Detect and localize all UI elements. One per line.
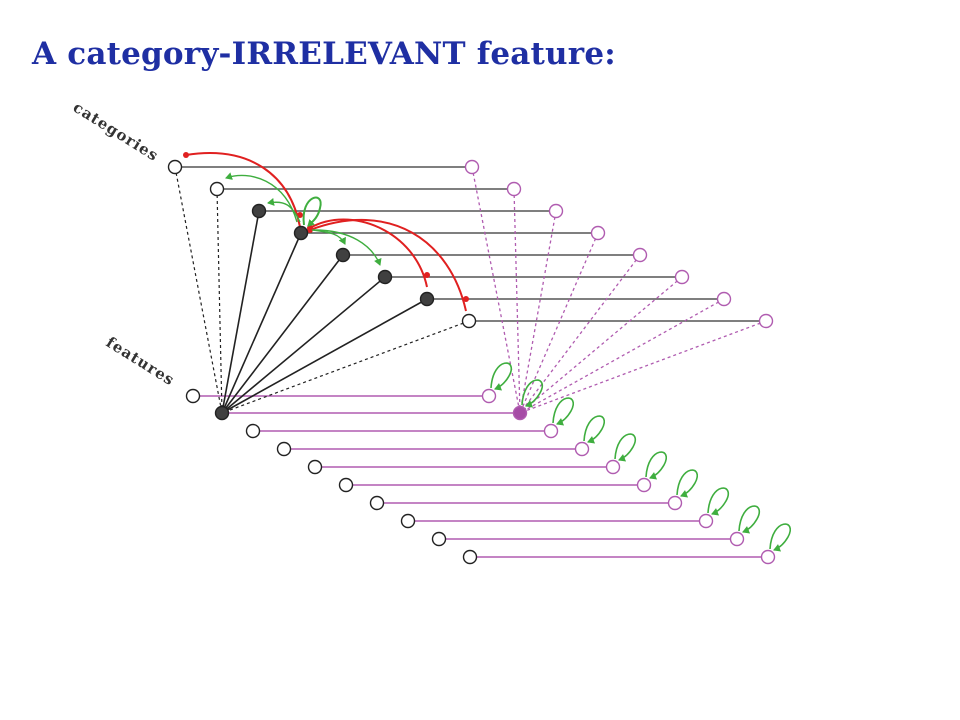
feature-node-left-10 bbox=[462, 549, 478, 565]
category-to-feature-link-6 bbox=[221, 276, 386, 414]
category-to-feature-link-1 bbox=[174, 166, 223, 414]
feature-node-left-1 bbox=[185, 388, 201, 404]
category-to-feature-link-4 bbox=[221, 232, 302, 414]
category-to-irrelevant-feature-link-6 bbox=[519, 276, 683, 414]
feature-node-right-7 bbox=[667, 495, 683, 511]
feature-node-left-2 bbox=[214, 405, 230, 421]
nodes bbox=[167, 159, 776, 565]
feature-node-left-3 bbox=[245, 423, 261, 439]
feature-node-right-5 bbox=[605, 459, 621, 475]
category-node-right-5 bbox=[632, 247, 648, 263]
category-to-irrelevant-feature-link-4 bbox=[519, 232, 599, 414]
green-inhibitory-arrow-4 bbox=[313, 229, 382, 266]
green-inhibitory-arrow-2 bbox=[267, 198, 301, 223]
feature-self-loop-5 bbox=[614, 433, 636, 462]
red-excitatory-arc-1 bbox=[185, 152, 301, 228]
feature-self-loop-3 bbox=[552, 397, 574, 426]
feature-node-left-4 bbox=[276, 441, 292, 457]
feature-node-left-9 bbox=[431, 531, 447, 547]
category-to-irrelevant-feature-link-2 bbox=[513, 188, 521, 414]
category-to-irrelevant-feature-link-8 bbox=[519, 320, 767, 414]
feature-node-right-6 bbox=[636, 477, 652, 493]
red-excitatory-arc-3 bbox=[309, 219, 467, 312]
feature-node-left-6 bbox=[338, 477, 354, 493]
category-node-right-6 bbox=[674, 269, 690, 285]
features-label: features bbox=[103, 333, 178, 389]
feature-node-left-8 bbox=[400, 513, 416, 529]
feature-node-right-3 bbox=[543, 423, 559, 439]
category-to-irrelevant-feature-link-7 bbox=[519, 298, 725, 414]
red-arc-start-dot-1 bbox=[183, 152, 189, 158]
feature-node-left-5 bbox=[307, 459, 323, 475]
slide-title: A category-IRRELEVANT feature: bbox=[32, 36, 616, 72]
feature-self-loop-2 bbox=[521, 379, 543, 408]
category-node-left-7 bbox=[419, 291, 435, 307]
category-to-irrelevant-feature-link-3 bbox=[519, 210, 557, 414]
feature-node-right-10 bbox=[760, 549, 776, 565]
category-node-left-5 bbox=[335, 247, 351, 263]
green-inhibitory-arrow-3 bbox=[311, 229, 346, 245]
red-arc-start-dot-3 bbox=[307, 227, 313, 233]
category-node-left-8 bbox=[461, 313, 477, 329]
feature-self-loop-10 bbox=[769, 523, 791, 552]
category-to-feature-link-5 bbox=[221, 254, 344, 414]
red-arc-end-dot-2 bbox=[424, 272, 430, 278]
feature-node-right-9 bbox=[729, 531, 745, 547]
category-node-left-4 bbox=[293, 225, 309, 241]
category-to-feature-link-2 bbox=[216, 188, 223, 414]
feature-self-loop-4 bbox=[583, 415, 605, 444]
feature-self-loop-6 bbox=[645, 451, 667, 480]
category-node-left-3 bbox=[251, 203, 267, 219]
category-node-right-3 bbox=[548, 203, 564, 219]
category-to-irrelevant-feature-link-5 bbox=[519, 254, 641, 414]
category-node-right-1 bbox=[464, 159, 480, 175]
feature-node-right-8 bbox=[698, 513, 714, 529]
red-excitatory-arc-2 bbox=[309, 218, 428, 288]
category-lines bbox=[181, 166, 760, 322]
category-to-feature-link-8 bbox=[221, 320, 470, 414]
category-node-right-4 bbox=[590, 225, 606, 241]
lateral-connections bbox=[183, 152, 791, 552]
category-to-feature-links bbox=[174, 166, 767, 414]
feature-node-right-1 bbox=[481, 388, 497, 404]
feature-node-left-7 bbox=[369, 495, 385, 511]
category-node-right-8 bbox=[758, 313, 774, 329]
red-arc-end-dot-3 bbox=[463, 296, 469, 302]
feature-self-loop-8 bbox=[707, 487, 729, 516]
category-node-right-2 bbox=[506, 181, 522, 197]
category-to-irrelevant-feature-link-1 bbox=[471, 166, 521, 414]
category-node-left-6 bbox=[377, 269, 393, 285]
feature-self-loop-1 bbox=[490, 362, 512, 391]
red-arc-end-dot-1 bbox=[297, 212, 303, 218]
category-to-feature-link-3 bbox=[221, 210, 260, 414]
feature-lines bbox=[199, 395, 762, 558]
category-to-feature-link-7 bbox=[221, 298, 428, 414]
feature-node-right-2 bbox=[512, 405, 528, 421]
feature-self-loop-7 bbox=[676, 469, 698, 498]
category-node-left-1 bbox=[167, 159, 183, 175]
category-node-left-2 bbox=[209, 181, 225, 197]
category-node-right-7 bbox=[716, 291, 732, 307]
feature-node-right-4 bbox=[574, 441, 590, 457]
category-self-loop bbox=[302, 196, 322, 227]
feature-self-loop-9 bbox=[738, 505, 760, 534]
categories-label: categories bbox=[70, 98, 162, 165]
